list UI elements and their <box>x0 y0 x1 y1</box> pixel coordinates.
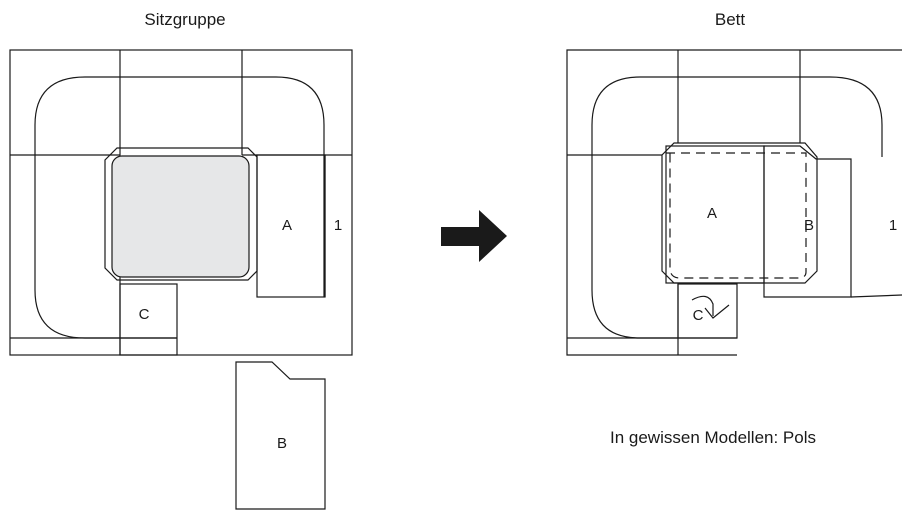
right-note: In gewissen Modellen: Pols <box>610 428 816 447</box>
rotate-arrow-icon <box>691 295 730 319</box>
right-strip-1-bottom <box>850 294 902 298</box>
right-sofa-outline <box>591 76 883 339</box>
left-label-1: 1 <box>334 217 342 234</box>
right-label-c: C <box>693 307 704 324</box>
right-cushion-b <box>763 145 852 298</box>
left-panel: Sitzgruppe A 1 C B <box>9 10 353 510</box>
left-title: Sitzgruppe <box>144 10 225 29</box>
left-sofa-outline <box>34 76 325 339</box>
right-panel: Bett A B 1 C In gewissen Modellen: Pols <box>566 10 902 447</box>
right-arrow-icon <box>441 210 507 262</box>
left-label-c: C <box>139 306 150 323</box>
right-cushion-a-dashed-outline <box>666 152 807 279</box>
right-label-1: 1 <box>889 217 897 234</box>
right-seat-well <box>661 142 818 284</box>
right-label-b: B <box>804 217 814 234</box>
right-block-c <box>677 283 738 339</box>
left-label-a: A <box>282 217 292 234</box>
right-title: Bett <box>715 10 746 29</box>
left-seat-well <box>104 147 258 281</box>
left-outer-frame <box>9 49 353 356</box>
left-label-b: B <box>277 435 287 452</box>
left-block-c <box>119 283 178 356</box>
right-outer-frame <box>566 49 902 356</box>
right-label-a: A <box>707 205 717 222</box>
left-seat-cushion <box>111 155 250 278</box>
left-loose-cushion-b <box>235 361 326 510</box>
